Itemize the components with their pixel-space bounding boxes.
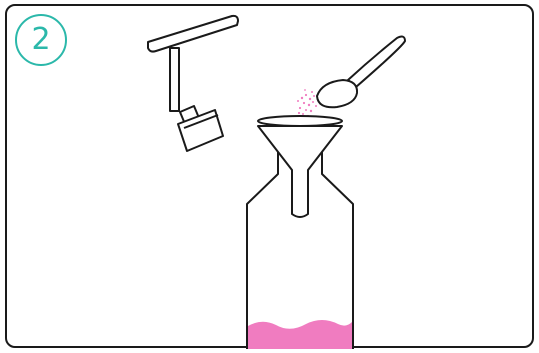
funnel-icon xyxy=(258,116,342,217)
powder-particles-icon xyxy=(297,89,317,119)
spoon-icon xyxy=(317,37,405,108)
pump-dispenser-icon xyxy=(148,16,238,151)
liquid-icon xyxy=(248,320,352,349)
